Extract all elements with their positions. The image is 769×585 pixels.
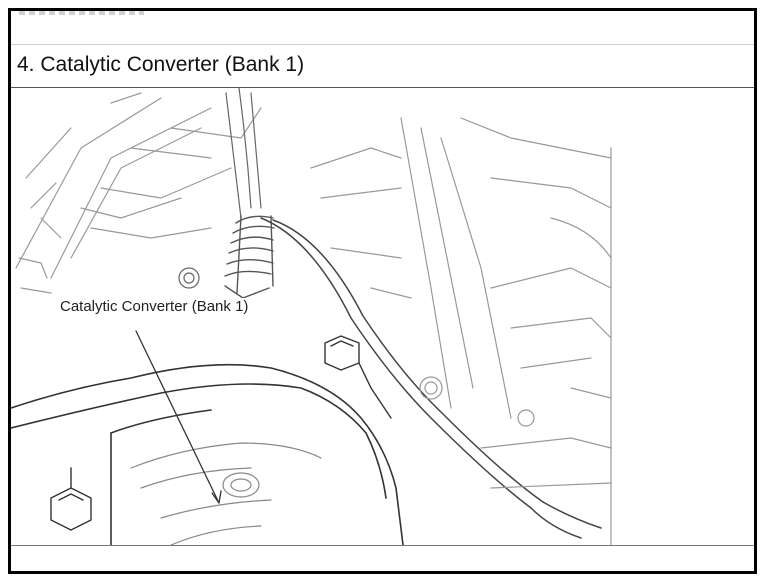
right-structure bbox=[310, 117, 612, 545]
document-frame: 4. Catalytic Converter (Bank 1) bbox=[8, 8, 757, 574]
faded-header-text bbox=[19, 11, 144, 15]
line-drawing bbox=[11, 88, 612, 545]
callout-arrow bbox=[135, 330, 222, 504]
bolt-upper bbox=[178, 267, 200, 289]
callout-label: Catalytic Converter (Bank 1) bbox=[58, 298, 251, 315]
bolt-left bbox=[50, 467, 92, 531]
section-title: 4. Catalytic Converter (Bank 1) bbox=[17, 53, 305, 76]
sensor-connector bbox=[224, 215, 275, 299]
bolt-center bbox=[324, 335, 392, 419]
background-structure bbox=[15, 92, 262, 294]
sensor-wire bbox=[260, 217, 602, 539]
bottom-divider bbox=[11, 545, 754, 546]
upper-pipe bbox=[225, 88, 262, 219]
heat-shield bbox=[130, 442, 322, 545]
header-strip bbox=[11, 11, 754, 45]
engine-illustration: Catalytic Converter (Bank 1) bbox=[11, 88, 754, 545]
converter-body bbox=[11, 363, 404, 545]
title-row: 4. Catalytic Converter (Bank 1) bbox=[11, 44, 754, 88]
